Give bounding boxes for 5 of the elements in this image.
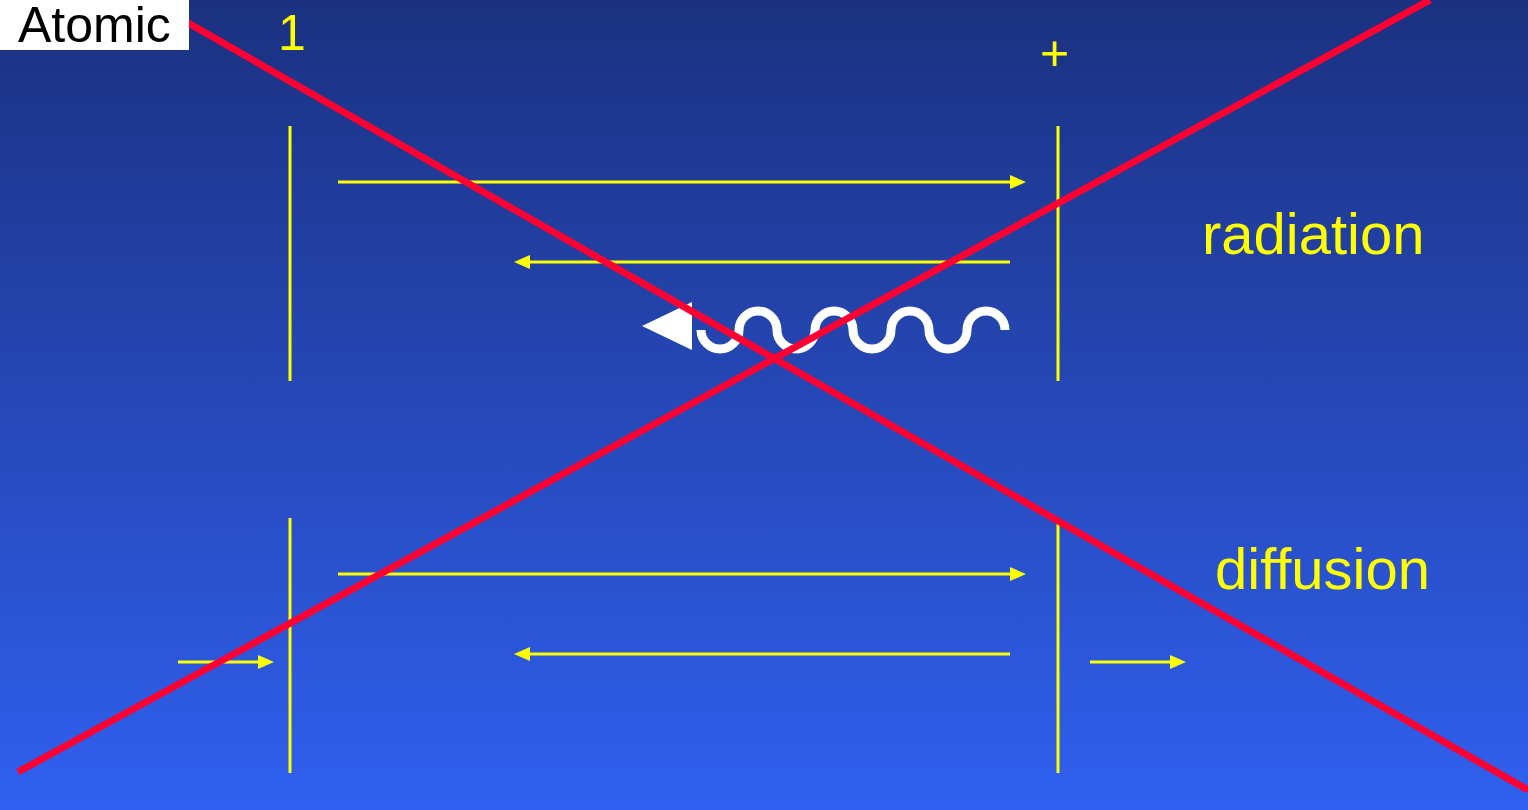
process-label: diffusion [1215, 540, 1430, 598]
process-label: radiation [1202, 205, 1425, 263]
level-label: 1 [278, 8, 306, 58]
title-tag: Atomic [0, 0, 189, 50]
level-label: + [1040, 28, 1070, 78]
